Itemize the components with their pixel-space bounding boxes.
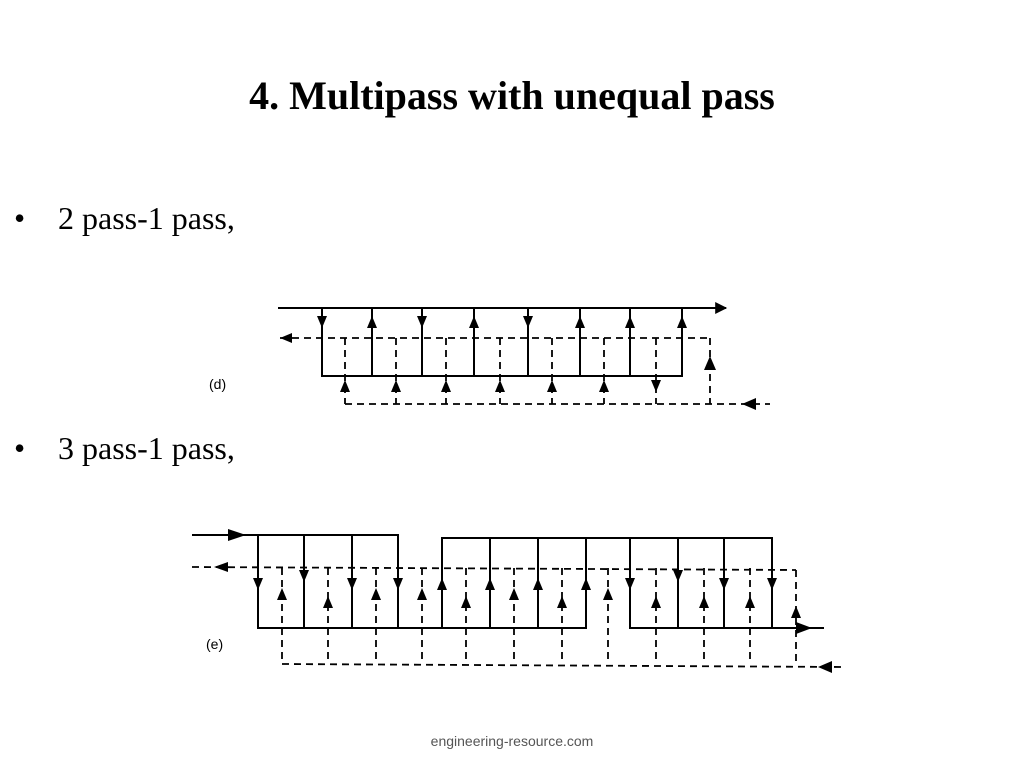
up-arrow	[461, 596, 471, 608]
up-arrow	[547, 380, 557, 392]
right-arrow	[228, 529, 246, 541]
down-arrow	[417, 316, 427, 328]
up-arrow	[581, 578, 591, 590]
dashed-line	[281, 663, 847, 668]
up-arrow	[625, 316, 635, 328]
shell-flow-path	[192, 534, 399, 629]
up-arrow	[323, 596, 333, 608]
up-arrow	[699, 596, 709, 608]
dashed-line	[191, 566, 797, 571]
left-arrow	[214, 562, 228, 572]
bullet-text: 2 pass-1 pass,	[58, 200, 235, 236]
bullet-symbol: •	[14, 200, 26, 236]
up-arrow	[651, 596, 661, 608]
up-arrow	[575, 316, 585, 328]
down-arrow	[673, 570, 683, 582]
up-arrow	[469, 316, 479, 328]
up-arrow	[599, 380, 609, 392]
down-arrow	[651, 380, 661, 392]
up-arrow	[437, 578, 447, 590]
bullet-2-pass-1-pass: • 2 pass-1 pass,	[14, 200, 235, 237]
down-arrow	[253, 578, 263, 590]
diagram-label-e: (e)	[206, 636, 224, 652]
up-arrow	[745, 596, 755, 608]
bullet-symbol: •	[14, 430, 26, 466]
footer-source: engineering-resource.com	[430, 733, 594, 749]
bullet-3-pass-1-pass: • 3 pass-1 pass,	[14, 430, 235, 467]
slide-title: 4. Multipass with unequal pass	[249, 73, 775, 118]
bullet-text: 3 pass-1 pass,	[58, 430, 235, 466]
down-arrow	[317, 316, 327, 328]
left-arrow	[280, 333, 292, 343]
up-arrow	[340, 380, 350, 392]
up-arrow	[603, 588, 613, 600]
right-arrow	[796, 622, 812, 634]
up-arrow	[485, 578, 495, 590]
left-arrow	[742, 398, 756, 410]
up-arrow	[791, 606, 801, 618]
diagram-label-d: (d)	[209, 376, 227, 392]
down-arrow	[767, 578, 777, 590]
up-arrow	[704, 356, 716, 370]
up-arrow	[371, 588, 381, 600]
up-arrow	[495, 380, 505, 392]
down-arrow	[719, 578, 729, 590]
up-arrow	[417, 588, 427, 600]
up-arrow	[533, 578, 543, 590]
down-arrow	[347, 578, 357, 590]
down-arrow	[625, 578, 635, 590]
up-arrow	[509, 588, 519, 600]
down-arrow	[393, 578, 403, 590]
down-arrow	[523, 316, 533, 328]
up-arrow	[367, 316, 377, 328]
left-arrow	[818, 661, 832, 673]
down-arrow	[299, 570, 309, 582]
up-arrow	[277, 588, 287, 600]
up-arrow	[677, 316, 687, 328]
up-arrow	[441, 380, 451, 392]
up-arrow	[557, 596, 567, 608]
up-arrow	[391, 380, 401, 392]
